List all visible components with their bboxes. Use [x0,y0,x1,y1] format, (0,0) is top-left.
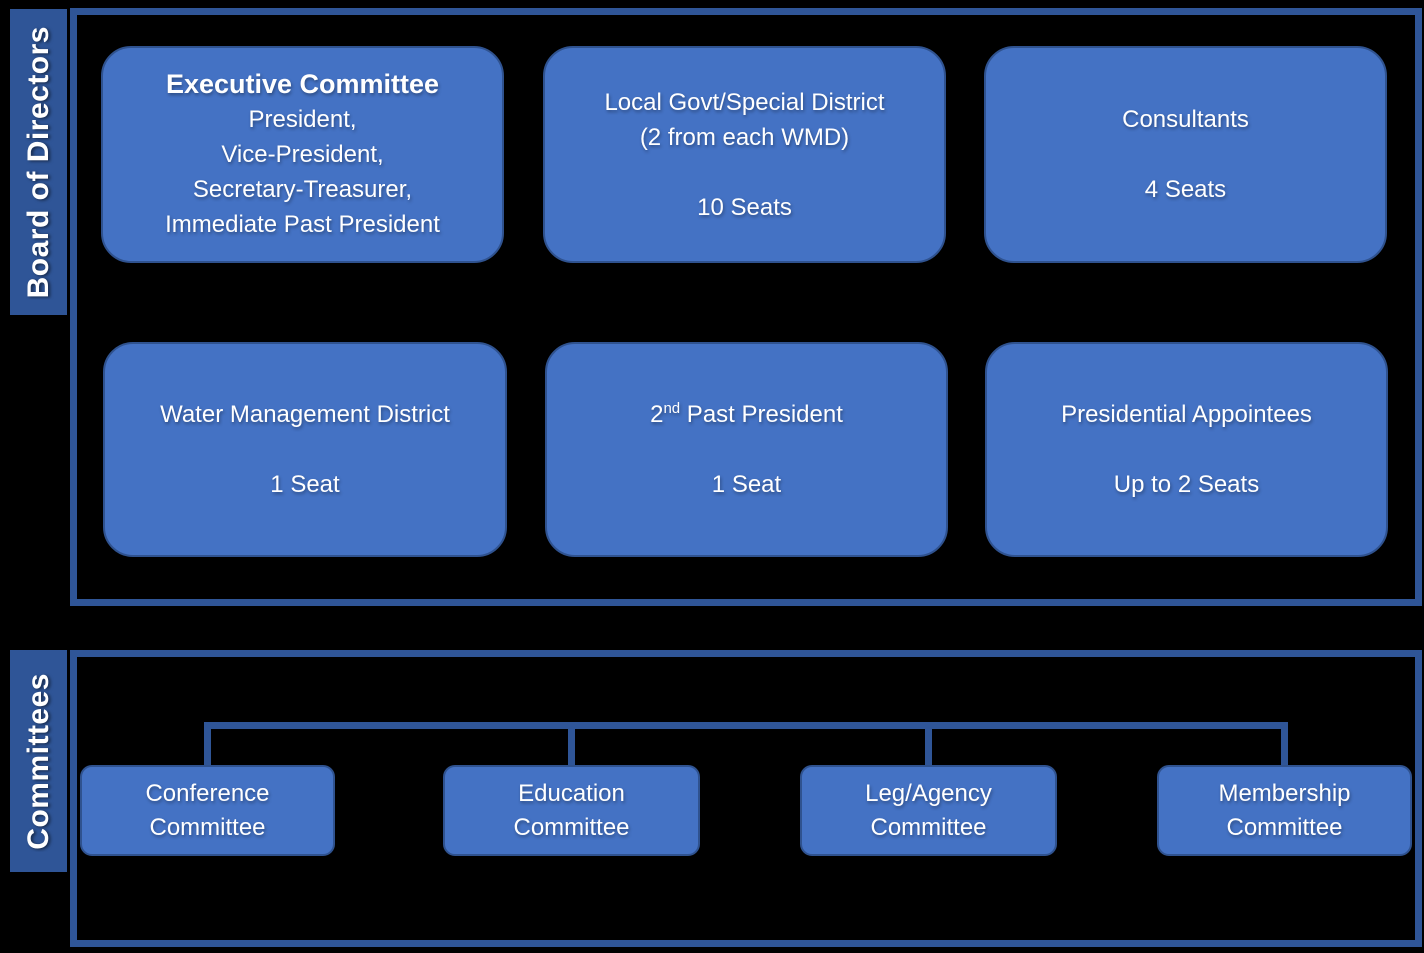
connector-drop-conference [204,722,211,766]
second-past-president-number: 2 [650,401,664,428]
node-leg-agency-committee: Leg/Agency Committee [800,765,1057,856]
consultants-title: Consultants [1122,106,1249,133]
board-of-directors-label: Board of Directors [21,25,55,299]
executive-member-line: Vice-President, [221,141,384,168]
second-past-president-ordinal: nd [663,400,681,417]
connector-drop-membership [1281,722,1288,766]
education-committee-line1: Education [518,779,625,807]
presidential-appointees-title: Presidential Appointees [1061,401,1312,428]
committees-label-bar: Committees [10,650,67,872]
node-water-management-district: Water Management District 1 Seat [103,342,507,557]
membership-committee-line2: Committee [1226,813,1343,841]
node-executive-committee: Executive Committee President, Vice-Pres… [101,46,504,263]
node-membership-committee: Membership Committee [1157,765,1412,856]
node-presidential-appointees: Presidential Appointees Up to 2 Seats [985,342,1388,557]
board-of-directors-label-bar: Board of Directors [10,9,67,315]
presidential-appointees-seats: Up to 2 Seats [1113,471,1260,498]
local-govt-seats: 10 Seats [697,193,792,221]
wmd-title: Water Management District [160,401,450,428]
node-local-govt-special-district: Local Govt/Special District (2 from each… [543,46,946,263]
executive-member-line: Secretary-Treasurer, [192,176,413,203]
second-past-president-seats: 1 Seat [711,471,782,498]
conference-committee-line1: Conference [145,779,270,807]
node-conference-committee: Conference Committee [80,765,335,856]
node-education-committee: Education Committee [443,765,700,856]
node-2nd-past-president: 2nd Past President 1 Seat [545,342,948,557]
second-past-president-rest: Past President [680,401,843,428]
second-past-president-title: 2nd Past President [650,397,843,432]
board-of-directors-frame [70,8,1422,606]
leg-agency-committee-line2: Committee [870,813,987,841]
committees-frame [70,650,1422,947]
executive-member-line: President, [248,106,357,133]
local-govt-line1: Local Govt/Special District [604,88,885,116]
node-consultants: Consultants 4 Seats [984,46,1387,263]
wmd-seats: 1 Seat [270,471,340,498]
connector-drop-leg-agency [925,722,932,766]
membership-committee-line1: Membership [1218,779,1351,807]
executive-member-line: Immediate Past President [165,211,440,238]
education-committee-line2: Committee [513,813,630,841]
local-govt-line2: (2 from each WMD) [639,123,850,151]
leg-agency-committee-line1: Leg/Agency [865,779,992,807]
conference-committee-line2: Committee [149,813,266,841]
consultants-seats: 4 Seats [1144,176,1227,203]
committees-label: Committees [21,672,55,850]
connector-drop-education [568,722,575,766]
connector-trunk-line [204,722,1288,729]
executive-committee-title: Executive Committee [165,69,440,99]
